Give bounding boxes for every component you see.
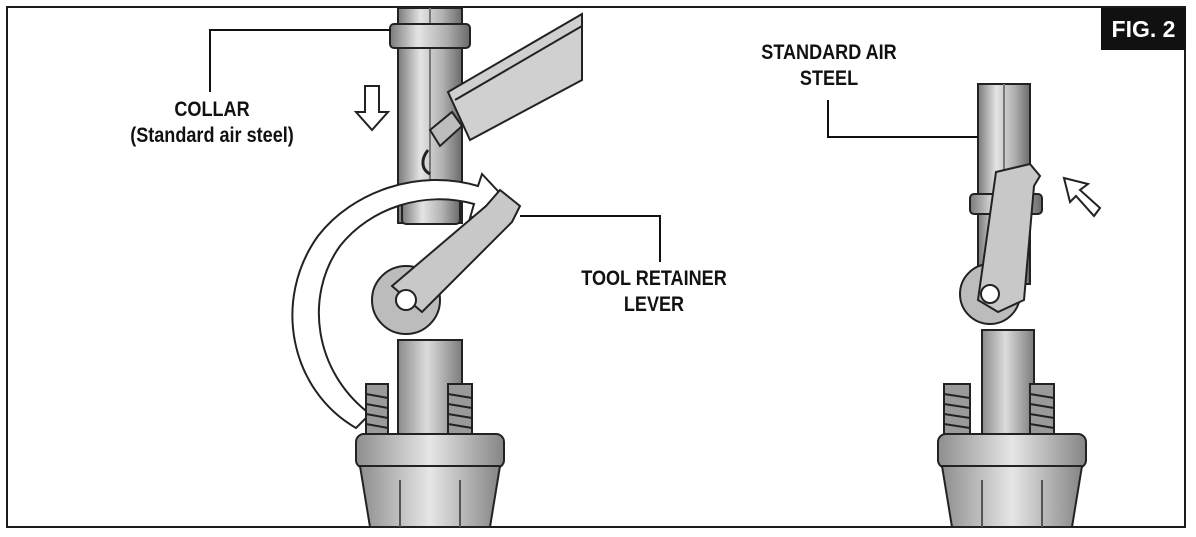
left-assembly: [291, 7, 583, 528]
up-left-arrow-icon: [1062, 176, 1102, 218]
steel-label-line2: STEEL: [799, 67, 859, 90]
steel-label-line1: STANDARD AIR: [761, 41, 897, 64]
right-assembly: [937, 83, 1102, 528]
down-arrow-icon: [353, 85, 391, 132]
leader-lines: [209, 29, 978, 262]
collar-leader: [209, 29, 391, 92]
left-housing: [355, 433, 505, 469]
collar-label-line2: (Standard air steel): [130, 124, 294, 147]
right-retainer-lever: [976, 162, 1042, 314]
left-springs: [365, 383, 473, 437]
right-springs: [943, 383, 1055, 437]
lever-label-line2: LEVER: [623, 293, 685, 316]
figure-tag: FIG. 2: [1101, 8, 1186, 50]
standard-air-steel-label: STANDARD AIR STEEL: [739, 40, 920, 92]
rotation-arrow-icon: [291, 172, 512, 430]
lever-leader: [520, 215, 661, 262]
left-retainer-lever: [390, 188, 522, 314]
tool-retainer-lever-label: TOOL RETAINER LEVER: [570, 266, 739, 318]
collar-label-line1: COLLAR: [174, 98, 250, 121]
collar-label: COLLAR (Standard air steel): [116, 97, 309, 149]
right-housing: [937, 433, 1087, 469]
screwdriver: [421, 12, 583, 176]
lever-label-line1: TOOL RETAINER: [581, 267, 727, 290]
left-collar: [389, 23, 471, 49]
steel-leader: [827, 100, 978, 138]
